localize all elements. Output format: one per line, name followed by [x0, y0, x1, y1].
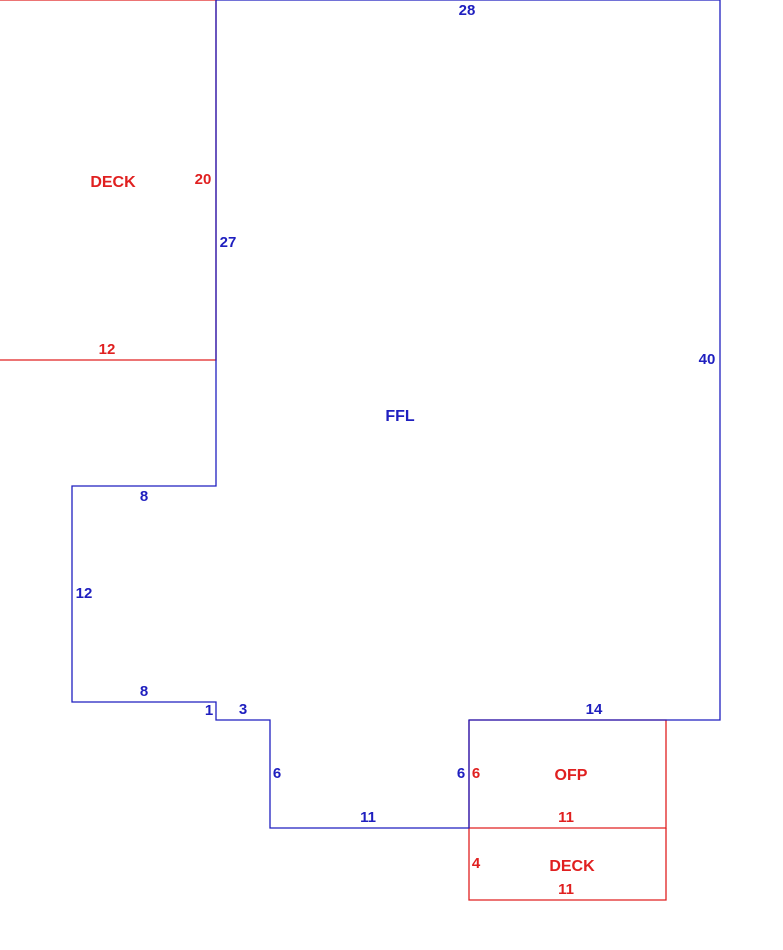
deck-left-label: DECK	[90, 174, 136, 191]
dim-deck-bottom-side: 4	[472, 855, 481, 872]
dim-right-living: 40	[699, 351, 716, 368]
dim-bottom-living: 11	[360, 809, 376, 826]
dim-porch-side: 6	[472, 765, 480, 782]
dim-top-living: 28	[459, 2, 476, 19]
dim-right-inner-living: 6	[457, 765, 465, 782]
dim-deck-left-side: 20	[195, 171, 212, 188]
dim-porch-bottom: 11	[558, 809, 574, 826]
dim-left-mid-living: 12	[76, 585, 93, 602]
deck-bottom-label: DECK	[549, 858, 595, 875]
living-area-label: FFL	[385, 408, 415, 425]
living-area-outline	[71, 0, 721, 829]
dim-bottom-right-living: 14	[586, 701, 603, 718]
dim-step-bottom-living: 8	[140, 683, 148, 700]
porch-label: OFP	[555, 767, 588, 784]
dim-inner-drop-living: 6	[273, 765, 281, 782]
dim-step-top-living: 8	[140, 488, 148, 505]
dim-deck-left-bottom: 12	[99, 341, 116, 358]
deck-bottom-outline	[468, 828, 667, 901]
dim-small-drop-living: 1	[205, 702, 213, 719]
dim-small-run-living: 3	[239, 701, 247, 718]
dim-deck-bottom-bottom: 11	[558, 881, 574, 898]
dim-left-upper-living: 27	[220, 234, 237, 251]
